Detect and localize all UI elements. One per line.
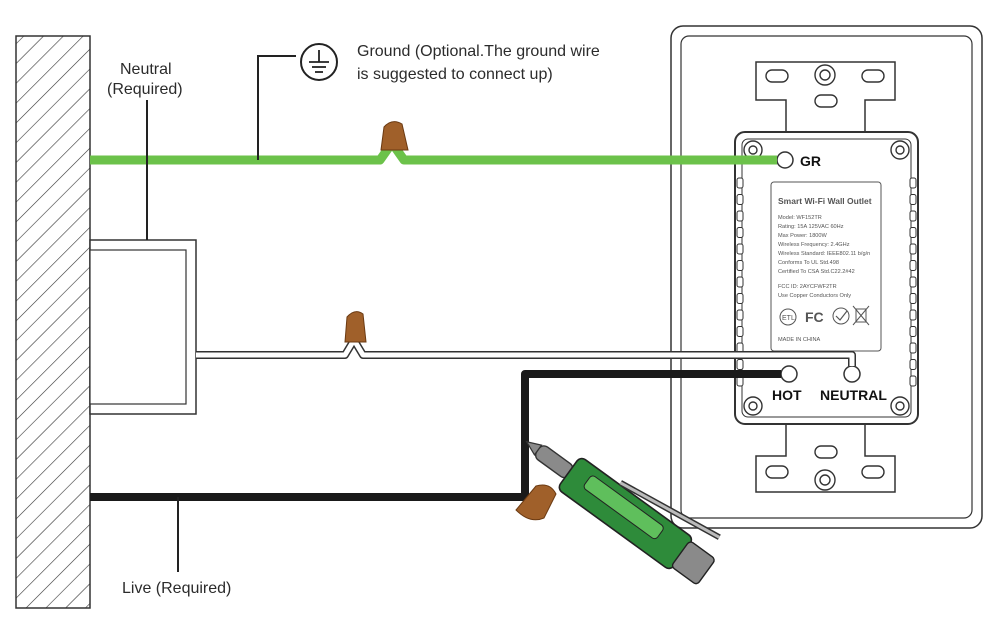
outlet-slot (909, 359, 917, 370)
outlet-slot (736, 293, 744, 304)
hot-terminal: HOT (772, 365, 802, 403)
made-in: MADE IN CHINA (778, 337, 821, 343)
outlet-slot (909, 260, 917, 271)
outlet-slot (736, 260, 744, 271)
outlet-slot (736, 309, 744, 321)
junction-box (89, 239, 197, 415)
product-spec-line: Max Power: 1800W (778, 233, 828, 239)
outlet-slot (909, 326, 917, 337)
outlet-slot (736, 276, 744, 288)
neutral-terminal: NEUTRAL (820, 365, 887, 403)
wire-nut-icon (515, 484, 557, 521)
outlet-side-slots (736, 177, 917, 387)
ground-caption-line2: is suggested to connect up) (357, 66, 553, 83)
product-spec-line: Certified To CSA Std.C22.2#42 (778, 269, 855, 275)
leader-lines (146, 55, 296, 572)
ground-terminal-label: GR (800, 153, 821, 169)
outlet-slot (736, 359, 744, 370)
outlet-slot (736, 194, 744, 205)
ground-symbol-icon (300, 43, 338, 81)
outlet-slot (736, 243, 744, 255)
etl-mark-icon: ETL (779, 308, 797, 326)
rohs-mark-icon (832, 307, 850, 325)
fcc-id: FCC ID: 2AYCFWF2TR (778, 284, 837, 290)
outlet-slot (909, 342, 917, 354)
outlet-slot (909, 309, 917, 321)
product-spec-line: Model: WF152TR (778, 215, 822, 221)
wall (15, 35, 91, 609)
outlet-slot (909, 243, 917, 255)
neutral-wire (196, 336, 856, 366)
product-spec-line: Conforms To UL Std.498 (778, 260, 839, 266)
product-spec-line: Wireless Standard: IEEE802.11 b/g/n (778, 251, 870, 257)
product-label: Smart Wi-Fi Wall Outlet Model: WF152TR R… (770, 181, 882, 352)
strap-screw-holes (765, 64, 885, 491)
ground-caption-line1: Ground (Optional.The ground wire (357, 43, 600, 60)
outlet-slot (736, 227, 744, 238)
copper-note: Use Copper Conductors Only (778, 293, 851, 299)
wire-nut-icon (344, 311, 367, 343)
fcc-mark-icon: FC (805, 309, 824, 325)
outlet-corner-screws (743, 140, 910, 416)
product-label-title: Smart Wi-Fi Wall Outlet (778, 196, 872, 206)
product-spec-line: Wireless Frequency: 2.4GHz (778, 242, 850, 248)
outlet-slot (909, 276, 917, 288)
product-spec-line: Rating: 15A 125VAC 60Hz (778, 224, 844, 230)
outlet-slot (909, 177, 917, 189)
svg-text:ETL: ETL (782, 315, 795, 322)
outlet-slot (736, 326, 744, 337)
outlet-slot (736, 210, 744, 222)
wire-nut-icon (380, 121, 409, 151)
outlet-slot (909, 375, 917, 387)
ground-terminal: GR (776, 151, 821, 169)
weee-bin-icon (852, 305, 870, 326)
neutral-terminal-label: NEUTRAL (820, 387, 887, 403)
outlet-slot (909, 210, 917, 222)
outlet-slot (909, 293, 917, 304)
voltage-tester-icon (525, 440, 721, 585)
outlet-slot (909, 227, 917, 238)
hot-wire (90, 370, 781, 501)
hot-terminal-label: HOT (772, 387, 802, 403)
neutral-caption-line1: Neutral (120, 61, 172, 78)
outlet-slot (909, 194, 917, 205)
neutral-caption-line2: (Required) (107, 81, 183, 98)
outlet-slot (736, 177, 744, 189)
live-caption: Live (Required) (122, 580, 231, 597)
